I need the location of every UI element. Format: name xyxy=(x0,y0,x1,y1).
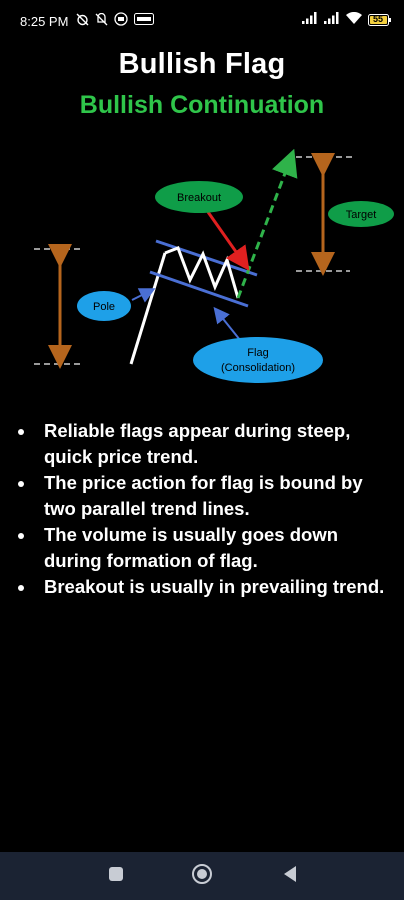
bullet-text: Breakout is usually in prevailing trend. xyxy=(44,576,385,597)
home-icon xyxy=(191,863,213,890)
status-bar: 8:25 PM xyxy=(0,0,404,44)
target-label: Target xyxy=(328,201,394,227)
signal-icon xyxy=(324,12,340,27)
breakout-pointer xyxy=(206,211,250,271)
list-item: The price action for flag is bound by tw… xyxy=(16,470,396,522)
wifi-icon xyxy=(346,11,362,27)
list-item: Reliable flags appear during steep, quic… xyxy=(16,418,396,470)
mute-icon xyxy=(95,12,108,29)
target-measure xyxy=(296,153,352,276)
bullet-dot xyxy=(18,585,24,591)
page-title: Bullish Flag xyxy=(118,48,286,80)
flag-label: Flag (Consolidation) xyxy=(193,337,323,383)
bullet-text: The volume is usually goes down during f… xyxy=(44,524,339,571)
bullet-dot xyxy=(18,533,24,539)
pole-label: Pole xyxy=(77,291,131,321)
pole-measure xyxy=(34,244,84,369)
target-label-text: Target xyxy=(346,209,377,221)
pole-line xyxy=(129,252,167,365)
pole-label-text: Pole xyxy=(93,301,115,313)
back-icon xyxy=(282,865,298,888)
bullet-text: The price action for flag is bound by tw… xyxy=(44,472,363,519)
bullet-dot xyxy=(18,481,24,487)
recents-button[interactable] xyxy=(104,864,128,888)
recents-icon xyxy=(108,866,124,887)
home-button[interactable] xyxy=(190,863,214,890)
back-button[interactable] xyxy=(278,864,302,888)
list-item: Breakout is usually in prevailing trend. xyxy=(16,574,396,600)
bullish-flag-diagram: Breakout Target Pole Flag (Consolidation… xyxy=(34,148,394,383)
battery-icon: 55 xyxy=(368,13,392,26)
breakout-label-text: Breakout xyxy=(177,192,221,204)
status-time: 8:25 PM xyxy=(20,14,69,29)
flag-label-text-2: (Consolidation) xyxy=(221,362,295,374)
navigation-bar xyxy=(0,852,404,900)
lower-trend-line xyxy=(149,270,249,308)
breakout-arrow xyxy=(236,148,298,299)
status-right-icons: 55 xyxy=(302,11,392,27)
status-left-icons xyxy=(76,12,154,29)
battery-level: 55 xyxy=(373,13,384,24)
bullet-text: Reliable flags appear during steep, quic… xyxy=(44,420,351,467)
breakout-label: Breakout xyxy=(155,181,243,213)
bullet-dot xyxy=(18,429,24,435)
pole-pointer xyxy=(131,288,156,303)
flag-label-text-1: Flag xyxy=(247,347,268,359)
flag-pointer xyxy=(213,306,241,341)
page-subtitle: Bullish Continuation xyxy=(79,91,325,119)
signal-icon xyxy=(302,12,318,27)
bullet-list: Reliable flags appear during steep, quic… xyxy=(16,418,396,600)
notification-icon xyxy=(134,13,154,28)
alarm-off-icon xyxy=(76,13,89,29)
vpn-icon xyxy=(114,12,128,29)
list-item: The volume is usually goes down during f… xyxy=(16,522,396,574)
